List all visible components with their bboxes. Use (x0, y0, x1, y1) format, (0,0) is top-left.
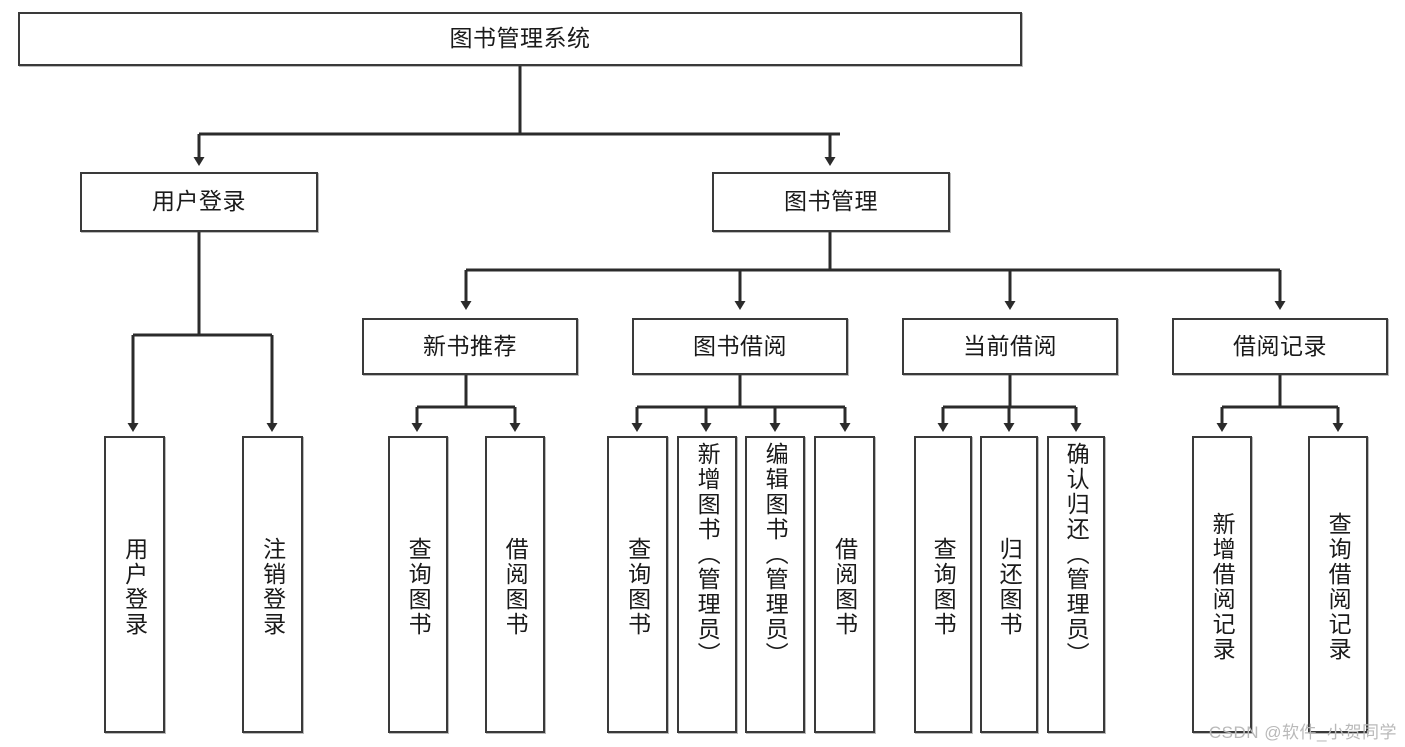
leaf-borrow-edit-book-label: 编辑图书（管理员） (762, 442, 789, 667)
leaf-user-login-login-label: 用户登录 (121, 536, 148, 637)
leaf-new-book-query[interactable]: 查询图书 (388, 436, 448, 733)
leaf-user-login-login[interactable]: 用户登录 (104, 436, 165, 733)
node-user-login[interactable]: 用户登录 (80, 172, 318, 232)
leaf-user-login-logout-label: 注销登录 (259, 536, 286, 637)
leaf-current-query-book-label: 查询图书 (930, 536, 957, 637)
leaf-borrow-edit-book[interactable]: 编辑图书（管理员） (745, 436, 805, 733)
node-root[interactable]: 图书管理系统 (18, 12, 1022, 66)
node-new-book-recommend-label: 新书推荐 (423, 332, 517, 359)
node-current-borrow[interactable]: 当前借阅 (902, 318, 1118, 375)
node-book-borrow[interactable]: 图书借阅 (632, 318, 848, 375)
leaf-current-query-book[interactable]: 查询图书 (914, 436, 972, 733)
leaf-current-confirm-return[interactable]: 确认归还（管理员） (1047, 436, 1105, 733)
leaf-borrow-query-book-label: 查询图书 (624, 536, 651, 637)
node-book-borrow-label: 图书借阅 (693, 332, 787, 359)
leaf-borrow-add-book-label: 新增图书（管理员） (694, 442, 721, 667)
leaf-new-book-borrow[interactable]: 借阅图书 (485, 436, 545, 733)
leaf-record-add-label: 新增借阅记录 (1209, 511, 1236, 662)
node-book-management[interactable]: 图书管理 (712, 172, 950, 232)
leaf-borrow-borrow-book[interactable]: 借阅图书 (814, 436, 875, 733)
leaf-current-return-book-label: 归还图书 (996, 536, 1023, 637)
leaf-current-confirm-return-label: 确认归还（管理员） (1063, 442, 1090, 667)
leaf-borrow-add-book[interactable]: 新增图书（管理员） (677, 436, 737, 733)
node-borrow-record[interactable]: 借阅记录 (1172, 318, 1388, 375)
node-borrow-record-label: 借阅记录 (1233, 332, 1327, 359)
node-user-login-label: 用户登录 (152, 188, 246, 215)
node-current-borrow-label: 当前借阅 (963, 332, 1057, 359)
leaf-borrow-query-book[interactable]: 查询图书 (607, 436, 668, 733)
leaf-new-book-query-label: 查询图书 (405, 536, 432, 637)
leaf-record-query-label: 查询借阅记录 (1325, 511, 1352, 662)
leaf-record-add[interactable]: 新增借阅记录 (1192, 436, 1252, 733)
leaf-borrow-borrow-book-label: 借阅图书 (831, 536, 858, 637)
leaf-new-book-borrow-label: 借阅图书 (502, 536, 529, 637)
node-book-management-label: 图书管理 (784, 188, 878, 215)
leaf-user-login-logout[interactable]: 注销登录 (242, 436, 303, 733)
node-root-label: 图书管理系统 (449, 25, 591, 52)
node-new-book-recommend[interactable]: 新书推荐 (362, 318, 578, 375)
leaf-current-return-book[interactable]: 归还图书 (980, 436, 1038, 733)
leaf-record-query[interactable]: 查询借阅记录 (1308, 436, 1368, 733)
